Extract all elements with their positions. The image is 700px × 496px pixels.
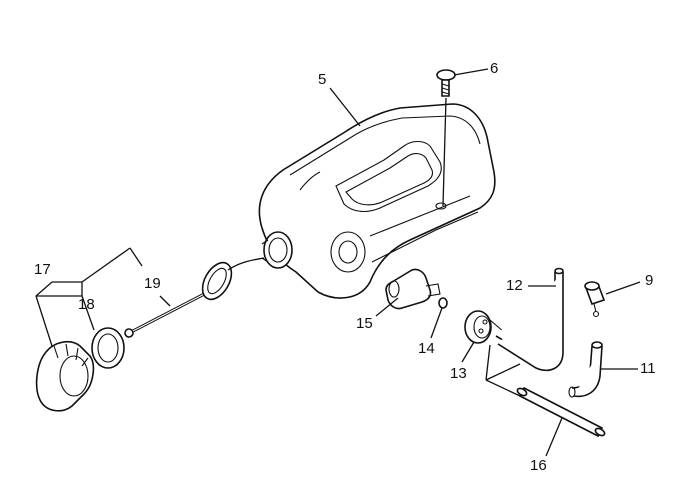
callout-9: 9 [645, 272, 654, 289]
fuel-pipe-part [495, 267, 564, 372]
o-ring-part [91, 327, 125, 369]
callout-13: 13 [450, 365, 467, 382]
long-hose-part [516, 386, 606, 438]
retainer-strap-part [124, 257, 265, 338]
fuel-joint-part [464, 310, 505, 344]
callout-6: 6 [490, 60, 499, 77]
fuel-cap-part [35, 340, 95, 412]
screw-part [436, 69, 456, 97]
callout-14: 14 [418, 340, 435, 357]
callout-15: 15 [356, 315, 373, 332]
screw-axis-line [442, 97, 447, 207]
connector-bolt-part [584, 281, 606, 318]
callout-19: 19 [144, 275, 161, 292]
fuel-connector-part [385, 268, 441, 310]
fuel-hose-part [568, 341, 603, 398]
seal-part [438, 297, 448, 309]
callout-11: 11 [640, 360, 656, 377]
callout-18: 18 [78, 296, 95, 313]
callout-16: 16 [530, 457, 547, 474]
callout-12: 12 [506, 277, 523, 294]
fuel-tank-part [258, 103, 496, 299]
callout-17: 17 [34, 261, 51, 278]
leader-lines [35, 68, 641, 457]
callout-5: 5 [318, 71, 327, 88]
